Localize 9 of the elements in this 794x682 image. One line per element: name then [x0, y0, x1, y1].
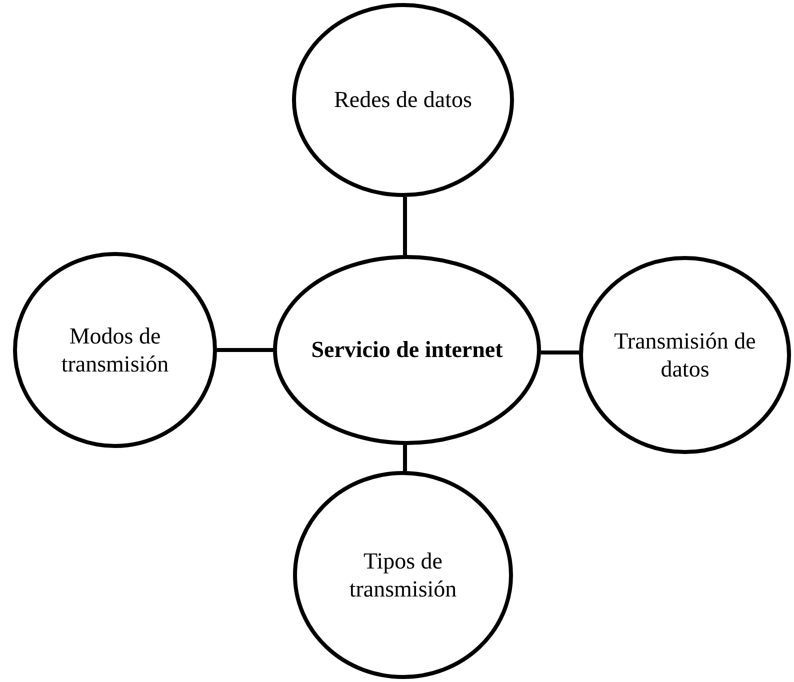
connector-line [217, 348, 273, 352]
connector-line [403, 445, 407, 471]
topic-text: Redes de datos [334, 86, 472, 114]
topic-text: Modos de transmisión [60, 322, 170, 378]
topic-text: Transmisión de datos [613, 327, 757, 383]
topic-text: Tipos de transmisión [348, 547, 458, 603]
central-topic-text: Servicio de internet [311, 336, 503, 364]
connector-line [403, 197, 407, 255]
connector-line [541, 350, 579, 354]
